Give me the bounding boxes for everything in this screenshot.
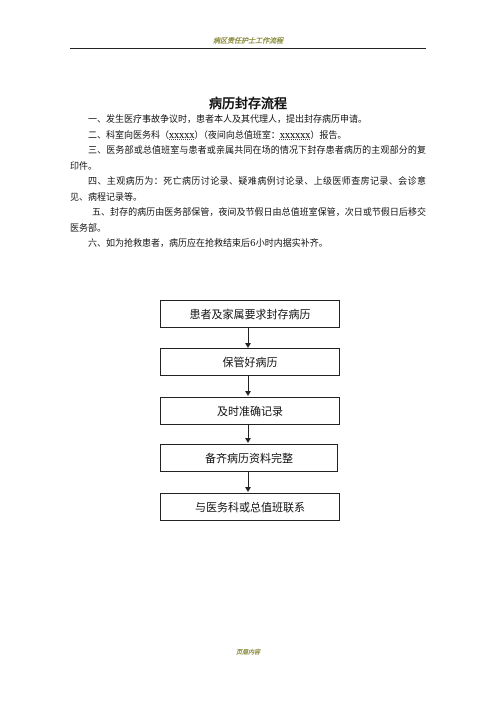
medical-office-phone: xxxxx (169, 130, 195, 141)
paragraph-6: 六、如为抢救患者，病历应在抢救结束后6小时内据实补齐。 (88, 239, 328, 249)
flow-arrow-2 (245, 391, 251, 396)
paragraph-2-part-a: 二、科室向医务科（ (88, 130, 170, 141)
flow-connector-2 (248, 376, 249, 392)
flow-connector-3 (248, 425, 249, 439)
flow-arrow-1 (245, 343, 251, 348)
flow-connector-1 (248, 328, 249, 344)
paragraph-1: 一、发生医疗事故争议时，患者本人及其代理人，提出封存病历申请。 (88, 115, 368, 125)
duty-office-phone: xxxxxx (279, 130, 311, 141)
paragraph-2-part-c: ）报告。 (310, 130, 347, 141)
flow-step-2: 保管好病历 (160, 348, 340, 376)
paragraph-5: 五、封存的病历由医务部保管，夜间及节假日由总值班室保管，次日或节假日后移交医务部… (70, 208, 426, 234)
document-title: 病历封存流程 (208, 97, 287, 112)
flow-step-4: 备齐病历资料完整 (160, 444, 338, 472)
flow-step-3: 及时准确记录 (160, 397, 340, 425)
document-body: 一、发生医疗事故争议时，患者本人及其代理人，提出封存病历申请。 二、科室向医务科… (70, 113, 426, 253)
flow-arrow-4 (245, 487, 251, 492)
page-footer: 页眉内容 (235, 649, 260, 656)
flow-arrow-3 (245, 438, 251, 443)
flow-connector-4 (248, 472, 249, 487)
flow-step-1: 患者及家属要求封存病历 (160, 300, 340, 328)
page-header: 病区责任护士工作流程 (213, 37, 283, 45)
paragraph-4: 四、主观病历为：死亡病历讨论录、疑难病例讨论录、上级医师查房记录、会诊意见、病程… (70, 177, 426, 203)
paragraph-3: 三、医务部或总值班室与患者或亲属共同在场的情况下封存患者病历的主观部分的复印件。 (70, 146, 426, 172)
flow-step-5: 与医务科或总值班联系 (160, 493, 340, 521)
paragraph-2-part-b: ）（夜间向总值班室： (194, 130, 280, 141)
header-rule (70, 48, 426, 49)
paragraph-2: 二、科室向医务科（xxxxx）（夜间向总值班室：xxxxxx）报告。 (70, 129, 426, 145)
